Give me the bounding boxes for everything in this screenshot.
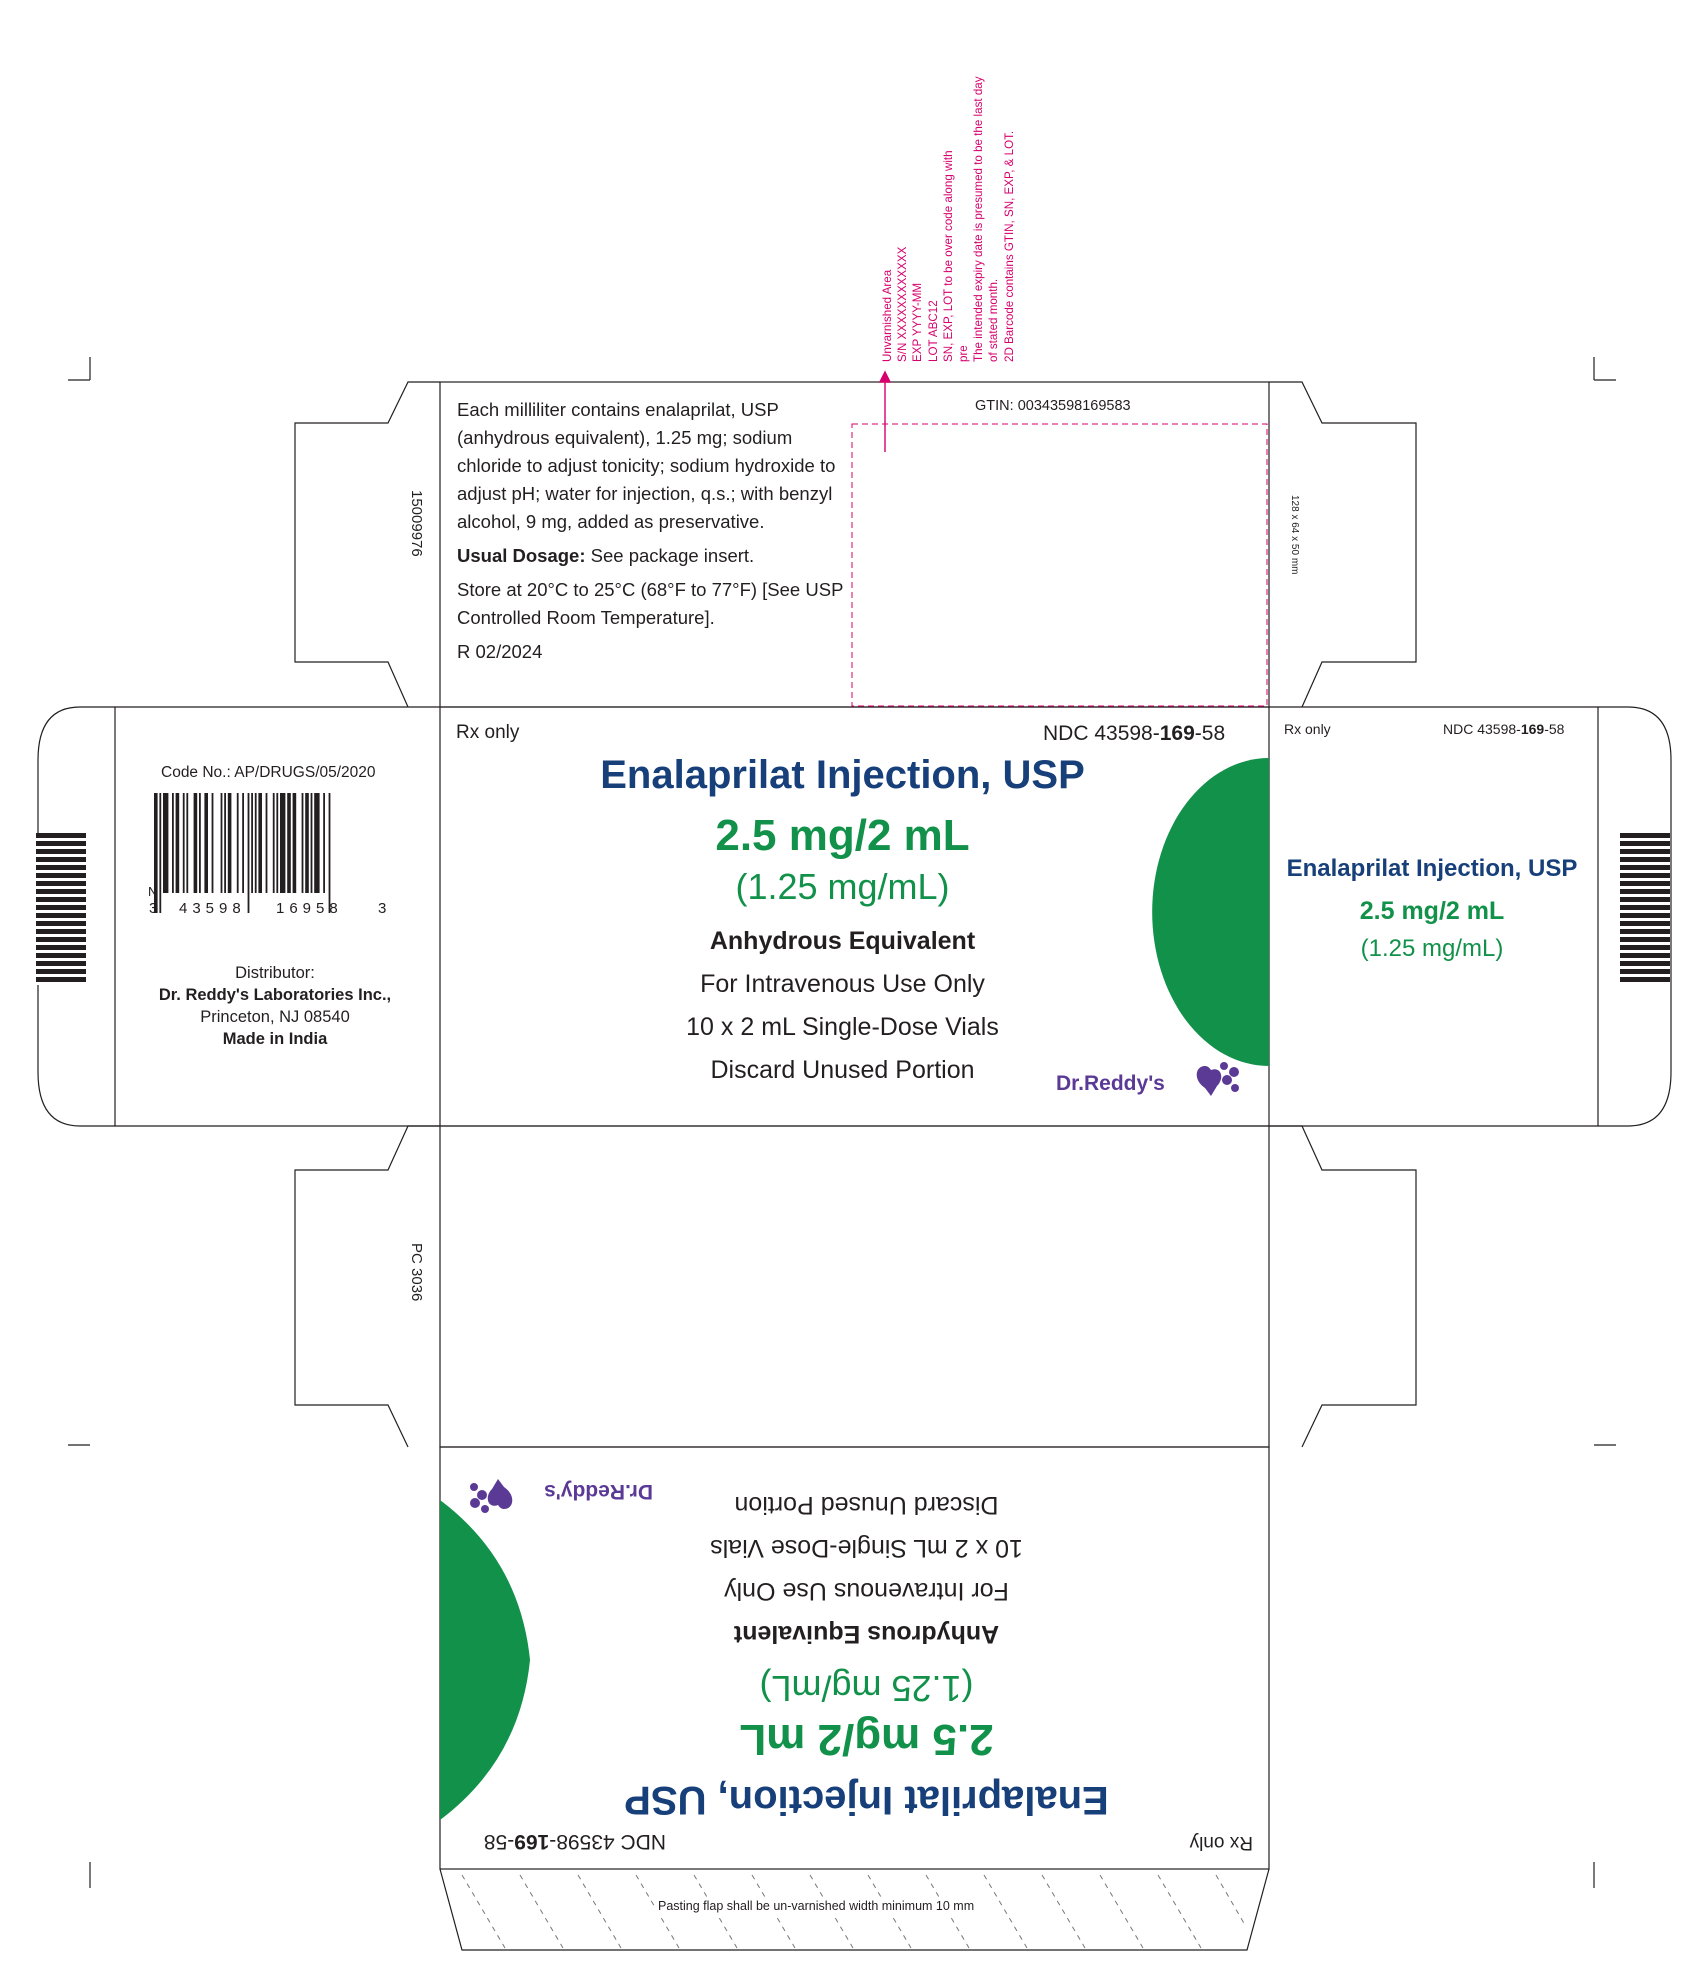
origin-text: Made in India <box>222 1030 328 1048</box>
front-pack: 10 x 2 mL Single-Dose Vials <box>686 1013 999 1041</box>
back-rx-only: Rx only <box>1189 1832 1253 1853</box>
code-number: Code No.: AP/DRUGS/05/2020 <box>161 764 376 781</box>
barcode-bar <box>305 793 309 893</box>
back-concentration: (1.25 mg/mL) <box>759 1668 974 1709</box>
barcode-bar <box>287 793 291 893</box>
back-equivalent: Anhydrous Equivalent <box>733 1620 1000 1648</box>
unvarnished-note-9: 2D Barcode contains GTIN, SN, EXP, & LOT… <box>1002 130 1016 362</box>
pasting-flap-note: Pasting flap shall be un-varnished width… <box>656 1899 977 1914</box>
barcode-bar <box>254 793 257 893</box>
barcode-bar <box>175 793 180 893</box>
ingredients-block: Each milliliter contains enalaprilat, US… <box>457 396 847 672</box>
barcode-bar <box>220 793 223 893</box>
side-product-name: Enalaprilat Injection, USP <box>1286 855 1578 882</box>
right-edge-bars <box>1620 833 1670 985</box>
brand-logo-icon <box>1196 1062 1239 1096</box>
barcode-bar <box>280 793 286 893</box>
front-route: For Intravenous Use Only <box>700 970 985 998</box>
barcode-bar <box>224 793 226 893</box>
side-rx-only: Rx only <box>1284 721 1331 737</box>
barcode-bar <box>182 793 185 893</box>
unvarnished-note-1: Unvarnished Area <box>881 269 894 362</box>
unvarnished-arrow <box>878 370 892 452</box>
barcode-bar <box>193 793 198 893</box>
unvarnished-note-7: The intended expiry date is presumed to … <box>972 76 986 362</box>
barcode-bar <box>186 793 189 893</box>
distributor-city: Princeton, NJ 08540 <box>200 1008 350 1026</box>
barcode-bar <box>172 793 174 893</box>
barcode-group-1: 43598 <box>179 900 246 917</box>
back-panel: Rx only NDC 43598-169-58 Enalaprilat Inj… <box>440 1447 1269 1869</box>
barcode-bar <box>265 793 268 893</box>
upc-barcode <box>154 793 331 913</box>
barcode-bar <box>159 793 162 913</box>
front-ndc: NDC 43598-169-58 <box>1043 722 1226 745</box>
distributor-name: Dr. Reddy's Laboratories Inc., <box>158 986 392 1004</box>
barcode-bar <box>314 793 320 893</box>
front-brand: Dr.Reddy's <box>1056 1072 1165 1095</box>
distributor-block: Distributor: Dr. Reddy's Laboratories In… <box>135 962 415 1050</box>
usual-dosage-text: See package insert. <box>585 545 755 566</box>
unvarnished-note-3: EXP YYYY-MM <box>911 282 925 362</box>
bottom-flap-code: PC 3036 <box>408 1243 425 1302</box>
barcode-bar <box>328 793 331 913</box>
barcode-bar <box>236 793 239 893</box>
front-strength: 2.5 mg/2 mL <box>715 811 970 860</box>
front-rx-only: Rx only <box>456 722 520 743</box>
front-product-name: Enalaprilat Injection, USP <box>600 753 1085 797</box>
usual-dosage: Usual Dosage: See package insert. <box>457 542 847 570</box>
back-brand: Dr.Reddy's <box>544 1480 653 1503</box>
left-edge-bars <box>36 833 86 985</box>
back-strength: 2.5 mg/2 mL <box>739 1715 994 1764</box>
barcode-bar <box>199 793 201 893</box>
unvarnished-note-4: LOT ABC12 <box>926 300 940 362</box>
barcode-bar <box>276 793 279 893</box>
unvarnished-notes: Unvarnished Area S/N XXXXXXXXXXXX EXP YY… <box>880 76 1017 362</box>
dimensions-text: 128 x 64 x 50 mm <box>1289 495 1300 575</box>
unvarnished-note-2: S/N XXXXXXXXXXXX <box>896 246 910 362</box>
side-ndc: NDC 43598-169-58 <box>1443 721 1565 737</box>
front-equivalent: Anhydrous Equivalent <box>709 927 976 955</box>
barcode-bar <box>154 793 158 913</box>
barcode-last-digit: 3 <box>378 900 387 917</box>
back-green-shape <box>440 1500 530 1820</box>
barcode-bar <box>258 793 262 893</box>
unvarnished-note-5: SN, EXP, LOT to be over code along with <box>941 150 955 362</box>
storage-text: Store at 20°C to 25°C (68°F to 77°F) [Se… <box>457 579 844 628</box>
front-discard: Discard Unused Portion <box>710 1056 975 1084</box>
back-pack: 10 x 2 mL Single-Dose Vials <box>710 1534 1023 1562</box>
barcode-bar <box>292 793 297 893</box>
back-product-name: Enalaprilat Injection, USP <box>624 1778 1109 1822</box>
gtin-text: GTIN: 00343598169583 <box>975 398 1131 414</box>
side-code-text: 15009976 <box>408 490 425 557</box>
barcode-bar <box>272 793 275 893</box>
front-concentration: (1.25 mg/mL) <box>735 866 950 907</box>
back-ndc: NDC 43598-169-58 <box>483 1830 666 1853</box>
barcode-bar <box>323 793 325 893</box>
barcode-bar <box>310 793 313 893</box>
distributor-label: Distributor: <box>235 964 315 982</box>
barcode-bar <box>251 793 253 893</box>
usual-dosage-label: Usual Dosage: <box>457 545 586 566</box>
barcode-lead: N <box>148 884 158 899</box>
revision-text: R 02/2024 <box>457 641 543 662</box>
barcode-bar <box>211 793 214 893</box>
barcode-bar <box>247 793 250 913</box>
unvarnished-note-8: of stated month. <box>987 278 1001 362</box>
barcode-bar <box>242 793 244 893</box>
barcode-group-2: 16958 <box>276 900 343 917</box>
barcode-bar <box>301 793 304 893</box>
barcode-bar <box>163 793 169 893</box>
unvarnished-note-6: pre <box>957 345 971 362</box>
barcode-bar <box>227 793 232 893</box>
back-route: For Intravenous Use Only <box>724 1577 1009 1605</box>
barcode-first-digit: 3 <box>149 900 158 917</box>
side-concentration: (1.25 mg/mL) <box>1360 935 1504 962</box>
unvarnished-area-box <box>851 423 1268 707</box>
side-strength: 2.5 mg/2 mL <box>1359 897 1505 925</box>
barcode-bar <box>204 793 208 893</box>
back-brand-logo-icon <box>470 1479 513 1513</box>
ingredients-text: Each milliliter contains enalaprilat, US… <box>457 399 836 532</box>
